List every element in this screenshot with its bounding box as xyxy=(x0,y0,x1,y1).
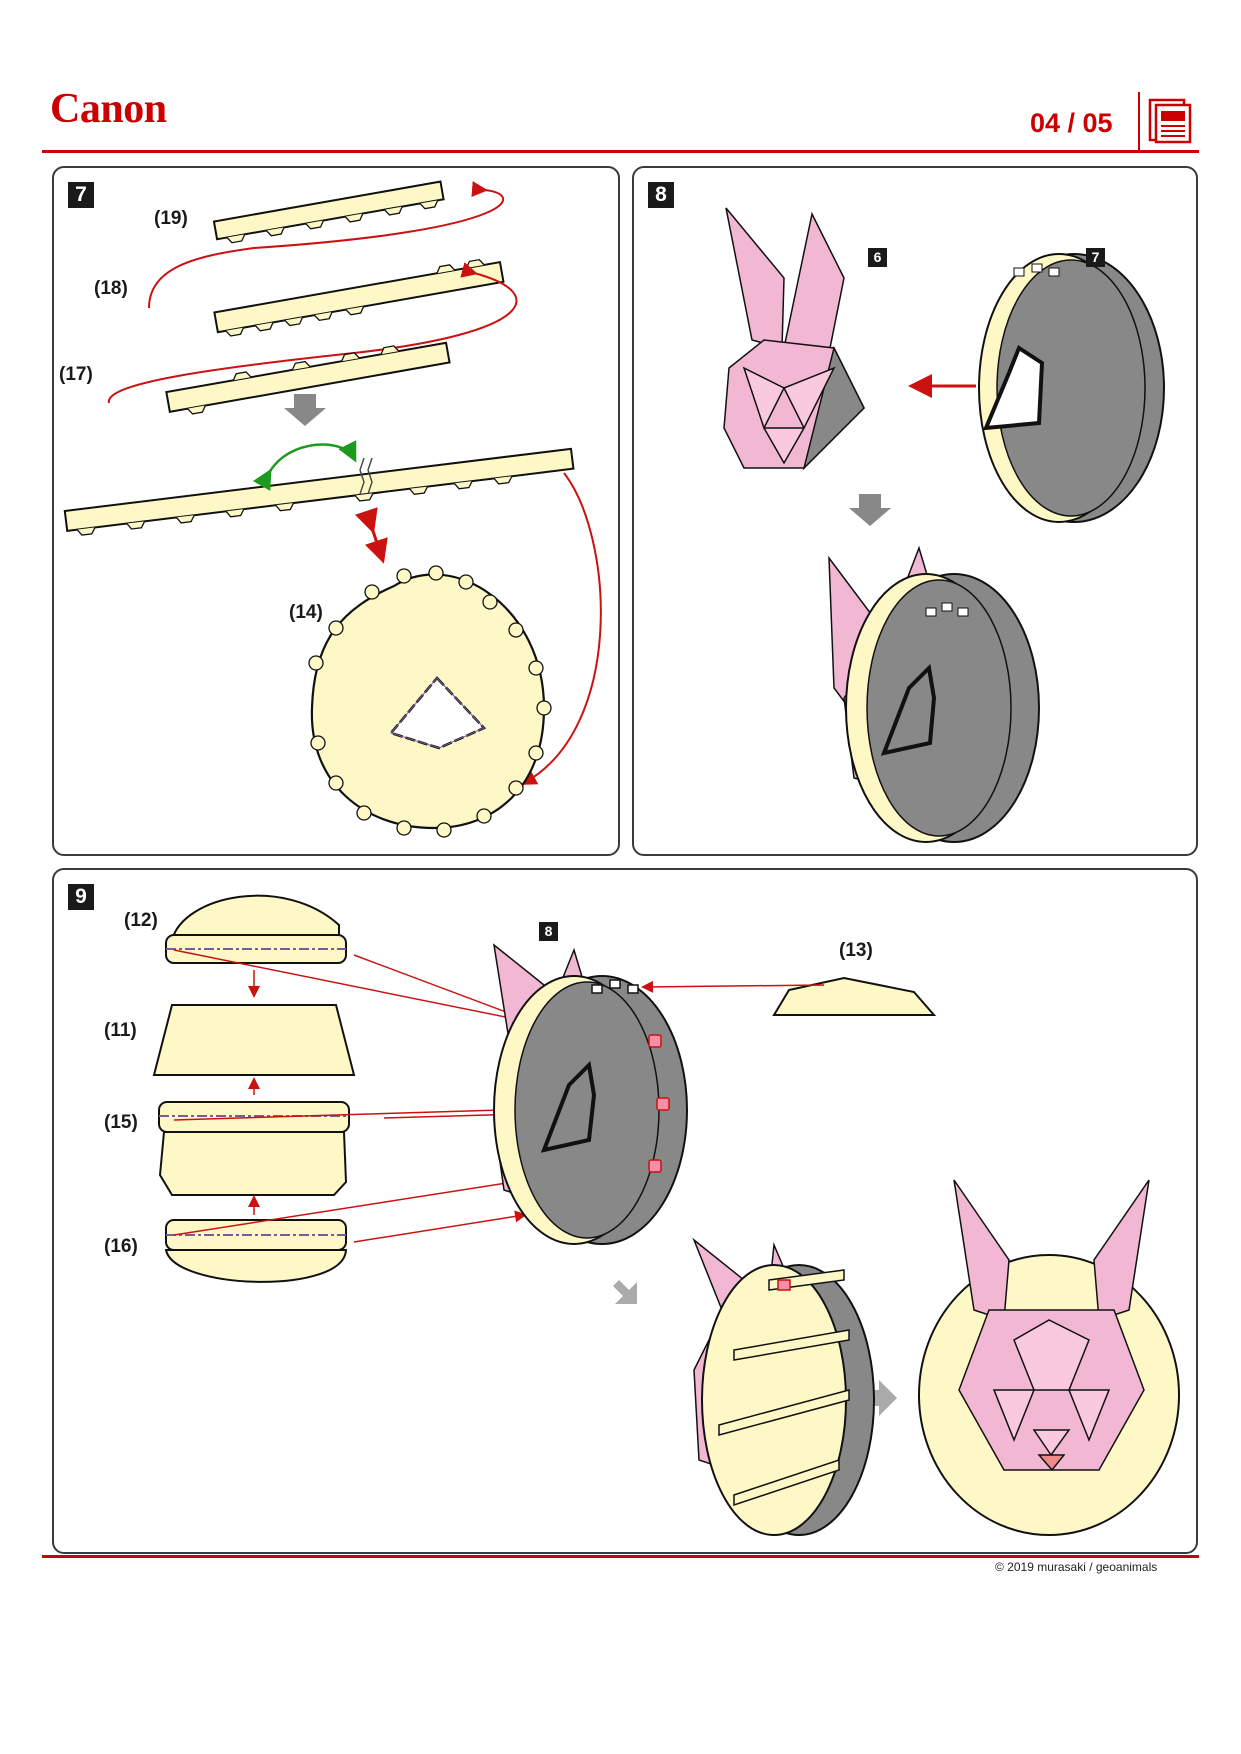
diagonal-arrow xyxy=(613,1280,637,1304)
down-arrow xyxy=(849,494,891,526)
brand-logo: Canon xyxy=(50,86,167,132)
step-8-illustration xyxy=(723,207,1165,843)
step-7-panel: 7 (19) (18) (17) (14) xyxy=(52,166,620,856)
disk-part-7 xyxy=(978,253,1165,523)
part-11 xyxy=(152,1004,356,1076)
assembled-head xyxy=(828,545,1040,843)
egg-part-14 xyxy=(308,565,552,838)
step-number-badge: 8 xyxy=(648,182,674,208)
step-number-badge: 7 xyxy=(68,182,94,208)
header-rule xyxy=(42,150,1199,153)
strip-19 xyxy=(212,180,445,244)
part-badge-6: 6 xyxy=(868,248,887,267)
part-label-15: (15) xyxy=(104,1112,138,1133)
copyright-text: © 2019 murasaki / geoanimals xyxy=(995,1560,1158,1574)
header-divider xyxy=(1138,92,1140,150)
part-badge-8: 8 xyxy=(539,922,558,941)
step-8-panel: 8 6 7 xyxy=(632,166,1198,856)
part-label-14: (14) xyxy=(289,602,323,623)
strip-18 xyxy=(213,258,505,337)
final-rabbit-front xyxy=(918,1179,1180,1536)
step-9-illustration xyxy=(152,894,1180,1536)
part-label-18: (18) xyxy=(94,278,128,299)
strip-17 xyxy=(165,341,451,415)
document-pages-icon[interactable] xyxy=(1148,98,1194,144)
part-15 xyxy=(158,1131,348,1196)
rabbit-head-part-6 xyxy=(723,207,865,471)
part-16 xyxy=(164,1249,348,1283)
joined-strip xyxy=(63,447,575,536)
part-label-16: (16) xyxy=(104,1236,138,1257)
side-view-bars xyxy=(692,1237,875,1536)
part-label-17: (17) xyxy=(59,364,93,385)
part-13 xyxy=(772,976,937,1016)
step-9-panel: 9 8 (12) (11) (15) (16) (13) xyxy=(52,868,1198,1554)
page-number: 04 / 05 xyxy=(1030,108,1113,138)
rabbit-disk-part-8 xyxy=(492,943,688,1245)
part-label-13: (13) xyxy=(839,940,873,961)
step-7-illustration xyxy=(63,180,602,838)
step-number-badge: 9 xyxy=(68,884,94,910)
part-label-19: (19) xyxy=(154,208,188,229)
footer-rule xyxy=(42,1555,1199,1558)
part-label-11: (11) xyxy=(104,1020,137,1041)
right-arrow xyxy=(859,1380,897,1416)
part-badge-7: 7 xyxy=(1086,248,1105,267)
down-arrow xyxy=(284,394,326,426)
part-label-12: (12) xyxy=(124,910,158,931)
